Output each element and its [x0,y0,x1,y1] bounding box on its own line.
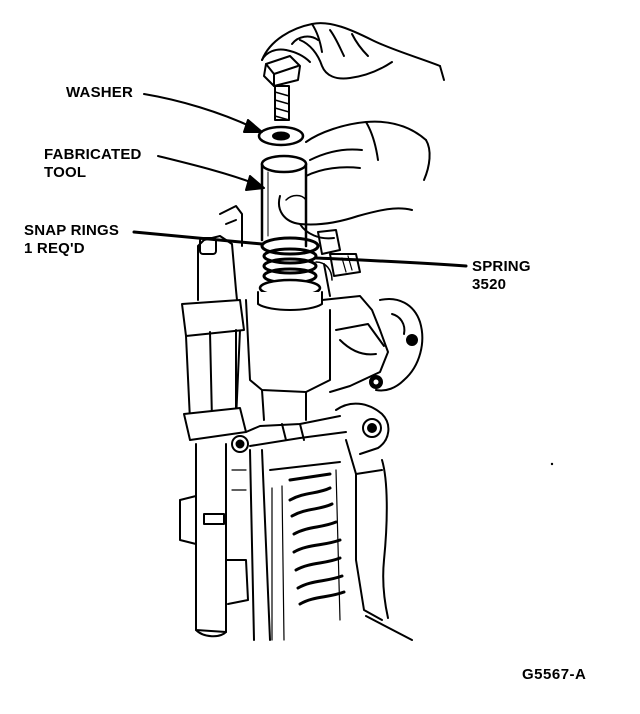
spring-illustration [258,236,322,298]
column-housing-illustration [179,205,424,641]
upper-hand-illustration [261,22,445,81]
snap-rings-label-line1: SNAP RINGS [24,222,120,239]
spring-label-line2: 3520 [472,276,507,293]
figure-code: G5567-A [522,666,587,683]
fabricated-tool-label-line2: TOOL [44,164,87,181]
fabricated-tool-illustration [260,154,308,248]
washer-label: WASHER [66,84,134,101]
washer-illustration [257,125,305,147]
bolt-illustration [263,55,301,121]
fabricated-tool-label-line1: FABRICATED [44,146,142,163]
spring-label-line1: SPRING [472,258,531,275]
leader-lines [132,93,468,268]
snap-rings-label-line2: 1 REQ'D [24,240,85,257]
